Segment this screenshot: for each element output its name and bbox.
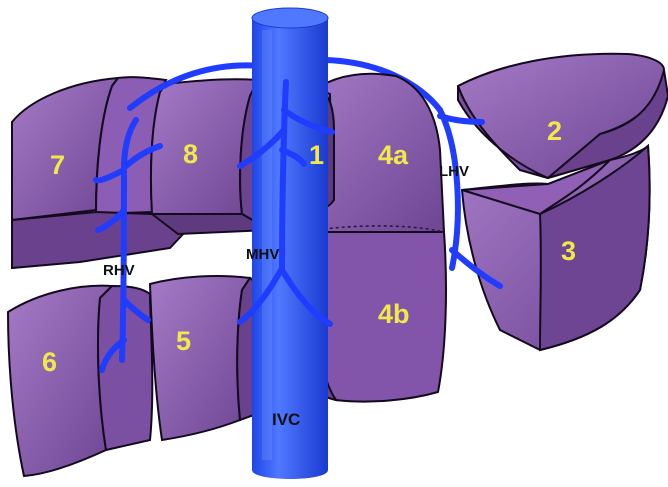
segment-1-label: 1 xyxy=(309,140,324,170)
segment-2-label: 2 xyxy=(547,116,562,146)
segment-5-label: 5 xyxy=(176,326,191,356)
ivc-vessel xyxy=(252,8,328,479)
segment-3-label: 3 xyxy=(561,236,576,266)
rhv-label: RHV xyxy=(103,262,135,279)
segment-5 xyxy=(150,276,262,440)
segment-8-label: 8 xyxy=(183,139,198,169)
segment-7-label: 7 xyxy=(50,150,65,180)
mhv-label: MHV xyxy=(246,246,279,263)
segment-6-label: 6 xyxy=(42,347,57,377)
lhv-label: LHV xyxy=(439,163,469,180)
segment-4b-label: 4b xyxy=(378,299,410,329)
ivc-label: IVC xyxy=(272,410,300,429)
segment-6 xyxy=(8,286,152,476)
segment-4a-label: 4a xyxy=(378,140,409,170)
